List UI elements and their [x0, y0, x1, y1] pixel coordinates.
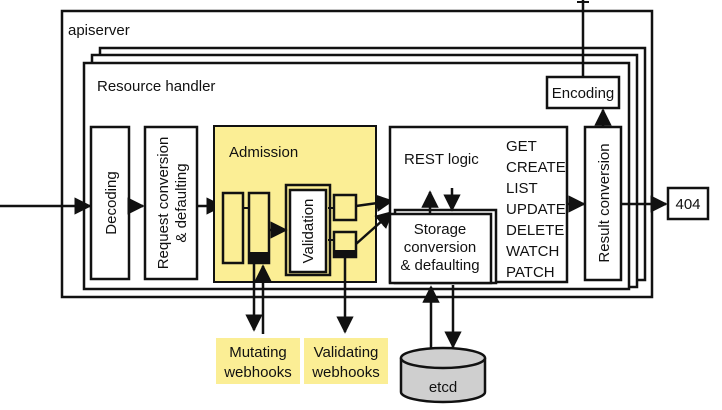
validating-webhooks-highlight — [304, 338, 388, 384]
mutating-webhooks-highlight — [216, 338, 300, 384]
result-conversion-box — [583, 125, 623, 282]
verb-patch: PATCH — [506, 264, 555, 281]
verb-get: GET — [506, 138, 537, 155]
validating-webhook-port — [334, 250, 356, 258]
verb-delete: DELETE — [506, 222, 564, 239]
verb-watch: WATCH — [506, 243, 559, 260]
encoding-box — [545, 75, 621, 110]
validation-label: Validation — [300, 199, 317, 264]
response-404-label: 404 — [675, 196, 700, 213]
decoding-label: Decoding — [103, 171, 120, 234]
validation-box — [288, 188, 328, 274]
arrow-vplugin-2-to-rest — [355, 210, 394, 245]
verb-create: CREATE — [506, 159, 566, 176]
mutating-webhooks-line2: webhooks — [223, 364, 292, 381]
encoding-label: Encoding — [552, 85, 615, 102]
resource-handler-label: Resource handler — [97, 78, 215, 95]
result-conversion-label: Result conversion — [596, 143, 613, 262]
storage-label-line3: & defaulting — [400, 257, 479, 274]
validating-plugin-1 — [332, 193, 358, 222]
verb-update: UPDATE — [506, 201, 566, 218]
request-conversion-label-line1: Request conversion — [155, 137, 172, 270]
apiserver-label: apiserver — [68, 22, 130, 39]
arrow-vplugin-1-to-rest — [355, 194, 394, 212]
request-conversion-box — [143, 125, 199, 281]
request-conversion-label-line2: & defaulting — [173, 163, 190, 242]
mutating-webhook-port — [249, 252, 269, 263]
etcd-cylinder — [399, 346, 487, 404]
admission-label: Admission — [229, 144, 298, 161]
validating-webhooks-line1: Validating — [314, 344, 379, 361]
validation-shadow — [284, 183, 332, 277]
storage-conversion-box — [388, 212, 493, 285]
verb-list: LIST — [506, 180, 538, 197]
response-404-box — [666, 186, 710, 221]
validating-webhooks-line2: webhooks — [311, 364, 380, 381]
mutating-plugin-1 — [221, 191, 245, 265]
etcd-label: etcd — [429, 379, 457, 396]
storage-label-line2: conversion — [404, 239, 477, 256]
mutating-webhooks-line1: Mutating — [229, 344, 287, 361]
storage-label-line1: Storage — [414, 221, 467, 238]
rest-logic-label: REST logic — [404, 151, 479, 168]
